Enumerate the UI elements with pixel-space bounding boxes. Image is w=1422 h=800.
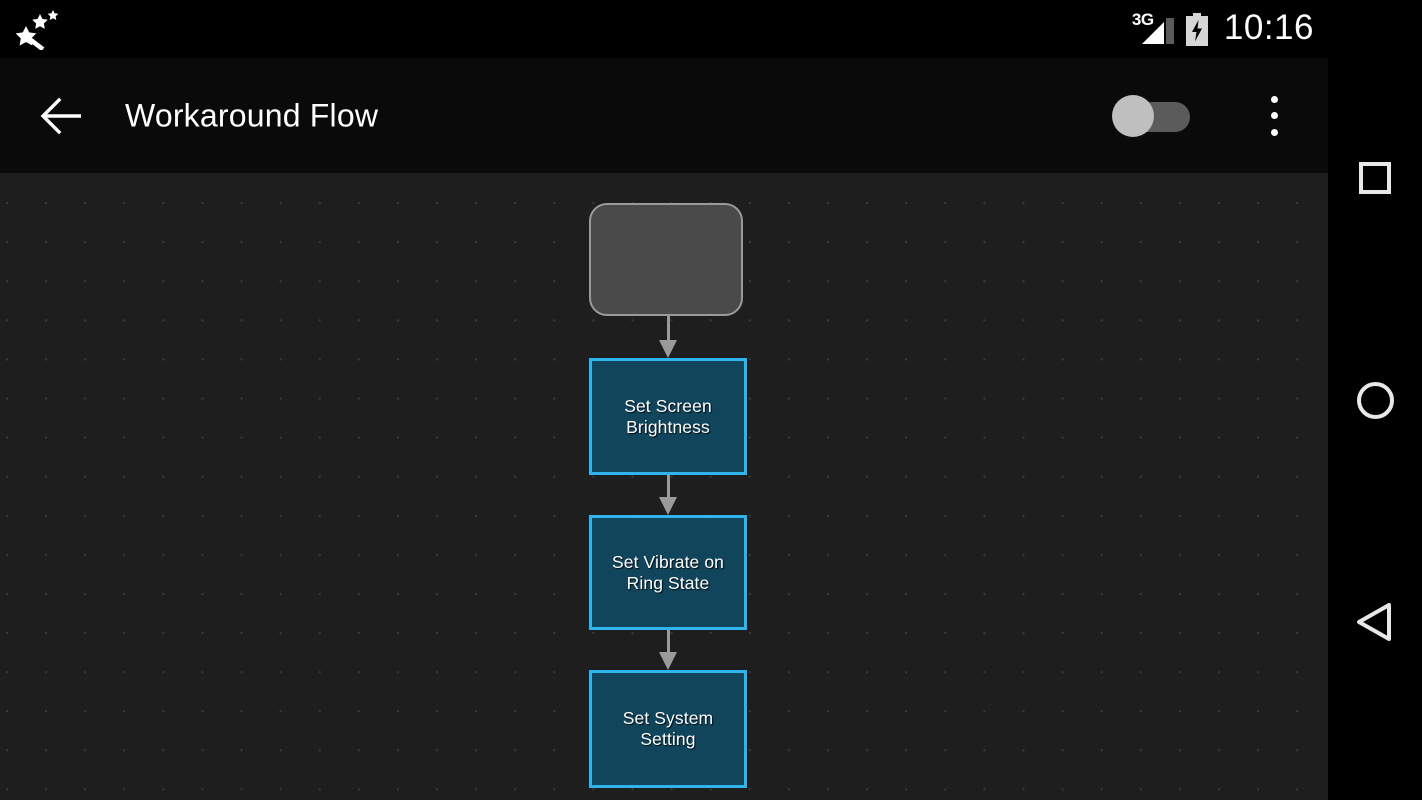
- flow-node-label: Set Vibrate on Ring State: [612, 551, 724, 593]
- status-bar-clock: 10:16: [1223, 8, 1314, 47]
- app-bar: Workaround Flow: [0, 58, 1328, 173]
- flow-node-set-vibrate-on-ring-state[interactable]: Set Vibrate on Ring State: [589, 515, 747, 630]
- toggle-thumb: [1112, 94, 1154, 137]
- phone-content-area: 3G 10:16: [0, 0, 1328, 800]
- flow-node-label: Set System Setting: [622, 708, 714, 749]
- battery-charging-icon: [1185, 12, 1208, 46]
- flow-node-label: Set Screen Brightness: [624, 395, 712, 437]
- back-arrow-icon[interactable]: [38, 92, 86, 140]
- flow-connector: [659, 316, 677, 358]
- status-bar: 3G 10:16: [0, 0, 1328, 58]
- flow-connector: [659, 475, 677, 515]
- overflow-dot: [1270, 112, 1278, 119]
- page-title: Workaround Flow: [125, 97, 379, 133]
- triangle-left-icon: [1355, 601, 1395, 648]
- network-type-label: 3G: [1131, 10, 1154, 29]
- square-icon: [1359, 162, 1391, 194]
- magic-wand-icon: [15, 8, 62, 52]
- overflow-menu-icon[interactable]: [1254, 94, 1294, 138]
- signal-bars-icon: 3G: [1132, 9, 1174, 49]
- flow-node-set-screen-brightness[interactable]: Set Screen Brightness: [589, 358, 747, 475]
- flow-connector: [659, 630, 677, 670]
- nav-home-button[interactable]: [1345, 370, 1405, 430]
- navigation-bar: [1328, 0, 1422, 800]
- flow-node-set-system-setting[interactable]: Set System Setting: [589, 670, 747, 788]
- overflow-dot: [1270, 95, 1278, 103]
- circle-icon: [1356, 381, 1394, 419]
- flow-node-start[interactable]: [589, 203, 743, 316]
- status-bar-indicators: 3G 10:16: [1132, 0, 1314, 58]
- nav-recents-button[interactable]: [1345, 148, 1405, 208]
- nav-back-button[interactable]: [1345, 594, 1405, 654]
- flow-enable-toggle[interactable]: [1112, 94, 1190, 137]
- flow-canvas[interactable]: Set Screen Brightness Set Vibrate on Rin…: [0, 173, 1328, 800]
- overflow-dot: [1270, 128, 1278, 136]
